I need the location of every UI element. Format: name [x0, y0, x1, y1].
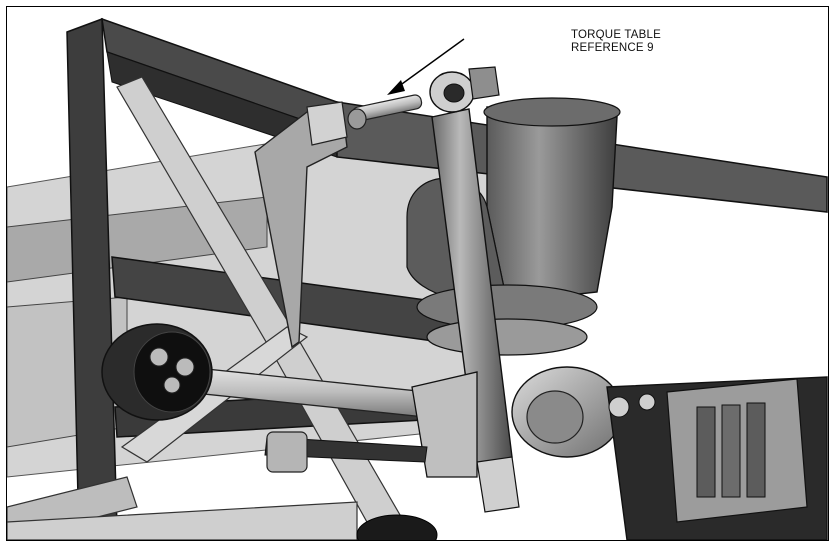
upper-mount-bolt	[347, 94, 423, 130]
torque-callout-label: TORQUE TABLE REFERENCE 9	[571, 29, 661, 55]
brake-assembly	[606, 376, 828, 540]
callout-arrow	[387, 38, 465, 95]
callout-line-2: REFERENCE 9	[571, 42, 654, 54]
illustration-frame: TORQUE TABLE REFERENCE 9	[6, 6, 829, 541]
shock-absorber	[429, 66, 520, 513]
suspension-illustration	[7, 17, 828, 540]
lower-frame-tube	[7, 501, 438, 540]
shock-mount-bracket	[254, 101, 348, 349]
steering-knuckle	[411, 366, 623, 478]
callout-line-1: TORQUE TABLE	[571, 29, 661, 41]
tie-rod	[264, 431, 428, 473]
